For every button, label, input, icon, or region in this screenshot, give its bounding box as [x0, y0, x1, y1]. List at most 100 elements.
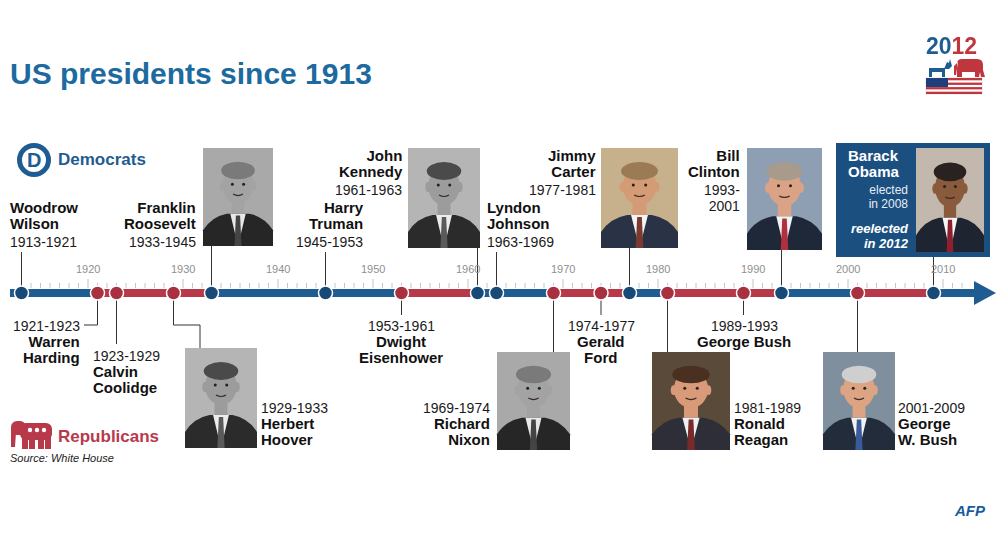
term-start-dot [594, 286, 608, 300]
node-heading: Barack Obama [848, 148, 899, 180]
term-start-dot [319, 286, 333, 300]
year-label: 1980 [646, 263, 670, 276]
mouth [945, 197, 955, 199]
year-tick-mark [506, 283, 507, 288]
mouth [528, 398, 538, 399]
eye [683, 387, 686, 390]
eye [231, 183, 234, 186]
eye [644, 184, 647, 187]
hair [427, 162, 462, 180]
node-note: reelected in 2012 [840, 221, 908, 251]
mouth [686, 398, 697, 399]
term-years: 1929-1933 [261, 400, 328, 416]
leader-line [325, 252, 326, 286]
mouth [779, 196, 790, 198]
president-name: Franklin Roosevelt [124, 200, 196, 232]
flag-stripe [926, 87, 982, 89]
year-tick-mark [249, 283, 250, 288]
leader-line [174, 300, 201, 348]
elephant-leg [45, 437, 51, 449]
mouth [233, 194, 243, 195]
eye [696, 387, 699, 390]
year-tick-mark [50, 283, 51, 288]
hair [516, 366, 551, 384]
legend-label: Democrats [58, 150, 146, 170]
president-name: Harry Truman [309, 200, 363, 232]
year-tick-mark [905, 283, 906, 288]
year-tick-mark [876, 283, 877, 288]
year-ticks [22, 279, 963, 288]
flag-canton [926, 78, 948, 87]
tie [440, 217, 447, 248]
portrait-photo [823, 352, 895, 450]
leader-lines [22, 246, 934, 352]
shirt [943, 218, 958, 252]
tie [636, 217, 644, 248]
photo-ground [497, 352, 570, 450]
shirt [682, 418, 699, 450]
term-segment [782, 289, 858, 297]
year-tick-mark [829, 283, 830, 288]
term-years: 1977-1981 [529, 182, 596, 198]
year-tick-mark [639, 283, 640, 288]
term-years: 1969-1974 [423, 400, 490, 416]
year-tick-mark [335, 283, 336, 288]
mouth [634, 195, 645, 197]
elephant-star [35, 428, 39, 432]
year-tick-mark [924, 283, 925, 288]
year-label: 1960 [456, 263, 480, 276]
term-years: 1923-1929 [93, 348, 160, 364]
year-tick-mark [354, 283, 355, 288]
president-name: John Kennedy [339, 148, 402, 180]
eye [852, 387, 855, 390]
tie [947, 220, 954, 252]
hair [672, 366, 709, 384]
leader-line [211, 246, 212, 286]
year-tick-mark [287, 283, 288, 288]
year-tick-mark [867, 283, 868, 288]
elephant-star [28, 428, 32, 432]
term-start-dot [110, 286, 124, 300]
year-tick-mark [230, 283, 231, 288]
year-tick-mark [515, 283, 516, 288]
eye [225, 384, 228, 387]
year-tick-mark [914, 283, 915, 288]
portrait-photo [747, 148, 822, 250]
legend-label: Republicans [58, 427, 159, 447]
year-tick-mark [525, 283, 526, 288]
portrait-photo [497, 352, 570, 450]
leader-line [781, 250, 782, 286]
president-name: Jimmy Carter [548, 148, 596, 180]
leader-line [401, 300, 402, 315]
photo-ground [823, 352, 895, 450]
photo-ground [652, 352, 730, 450]
year-tick-mark [278, 279, 279, 288]
president-name: Warren Harding [23, 334, 80, 366]
suit [652, 418, 730, 450]
suit [203, 214, 273, 246]
leader-line [116, 300, 117, 344]
mouth [439, 195, 449, 197]
year-tick-mark [297, 283, 298, 288]
shirt [525, 418, 541, 450]
term-years: 1981-1989 [734, 400, 801, 416]
year-tick-mark [677, 283, 678, 288]
president-name: George W. Bush [898, 416, 968, 448]
term-start-dot [395, 286, 409, 300]
portrait-photo [916, 148, 984, 252]
year-tick-mark [762, 283, 763, 288]
tie [217, 417, 224, 448]
year-tick-mark [458, 283, 459, 288]
year-tick-mark [772, 283, 773, 288]
hair [767, 162, 803, 180]
flag-ground [926, 78, 982, 94]
mouth [216, 395, 226, 397]
year-tick-mark [259, 283, 260, 288]
year-tick-mark [154, 283, 155, 288]
year-label: 1940 [266, 263, 290, 276]
year-tick-mark [800, 283, 801, 288]
year-tick-mark [221, 283, 222, 288]
eye [943, 185, 946, 188]
term-start-dot [737, 286, 751, 300]
